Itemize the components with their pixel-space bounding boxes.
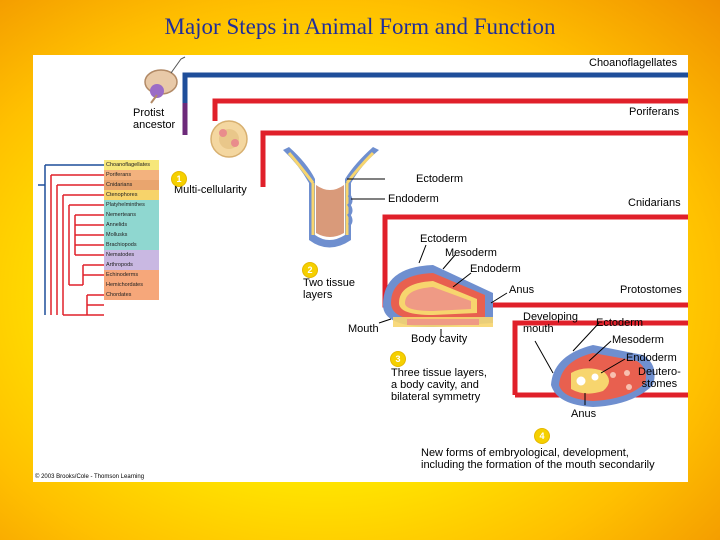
label-developing-mouth: Developing mouth bbox=[523, 311, 579, 335]
cnidarian-illustration bbox=[283, 147, 385, 248]
label-protist-ancestor: Protist ancestor bbox=[133, 107, 176, 131]
label-mesoderm-3: Mesoderm bbox=[445, 247, 497, 259]
legend-item: Nemerteans bbox=[104, 210, 159, 220]
protostome-illustration bbox=[378, 244, 508, 337]
label-new-forms: New forms of embryological, development,… bbox=[421, 447, 655, 471]
step-badge-4: 4 bbox=[535, 429, 549, 443]
label-body-cavity: Body cavity bbox=[411, 333, 468, 345]
legend-item: Brachiopods bbox=[104, 240, 159, 250]
label-ectoderm-3: Ectoderm bbox=[420, 233, 468, 245]
label-mouth: Mouth bbox=[348, 323, 379, 335]
tree-diagram bbox=[38, 56, 688, 407]
sponge-colony-illustration bbox=[210, 120, 248, 158]
protist-illustration bbox=[144, 56, 186, 104]
legend-item: Ctenophores bbox=[104, 190, 159, 200]
branch-poriferans bbox=[212, 98, 688, 121]
label-deuterostomes: Deutero- stomes bbox=[638, 366, 681, 390]
label-two-tissue-layers: Two tissue layers bbox=[303, 277, 355, 301]
legend-cladogram bbox=[38, 164, 104, 316]
branch-cnidarians bbox=[260, 137, 266, 187]
label-anus-4: Anus bbox=[571, 408, 597, 420]
branch-main-red bbox=[260, 130, 688, 187]
label-multicellularity: Multi-cellularity bbox=[174, 184, 247, 196]
label-three-tissue-layers: Three tissue layers, a body cavity, and … bbox=[391, 367, 487, 403]
label-protostomes: Protostomes bbox=[620, 284, 682, 296]
branch-choanoflagellates bbox=[182, 72, 688, 103]
legend-item: Hemichordates bbox=[104, 280, 159, 290]
label-anus-3: Anus bbox=[509, 284, 535, 296]
label-endoderm-3: Endoderm bbox=[470, 263, 521, 275]
label-endoderm-4: Endoderm bbox=[626, 352, 677, 364]
branch-deuterostomes bbox=[512, 320, 688, 395]
legend-item: Echinoderms bbox=[104, 270, 159, 280]
legend-item: Cnidarians bbox=[104, 180, 159, 190]
branch-bilateria bbox=[382, 214, 688, 281]
step-badge-3: 3 bbox=[391, 352, 405, 366]
legend-item: Platyhelminthes bbox=[104, 200, 159, 210]
deuterostome-illustration bbox=[534, 322, 655, 407]
legend-item: Annelids bbox=[104, 220, 159, 230]
step-badge-1: 1 bbox=[172, 172, 186, 186]
legend-item: Poriferans bbox=[104, 170, 159, 180]
label-cnidarians: Cnidarians bbox=[628, 197, 681, 209]
label-mesoderm-4: Mesoderm bbox=[612, 334, 664, 346]
label-choanoflagellates: Choanoflagellates bbox=[589, 57, 678, 69]
legend-item: Mollusks bbox=[104, 230, 159, 240]
label-endoderm-2: Endoderm bbox=[388, 193, 439, 205]
label-ectoderm-2: Ectoderm bbox=[416, 173, 464, 185]
label-ectoderm-4: Ectoderm bbox=[596, 317, 644, 329]
legend-item: Arthropods bbox=[104, 260, 159, 270]
legend-item: Nematodes bbox=[104, 250, 159, 260]
copyright: © 2003 Brooks/Cole - Thomson Learning bbox=[35, 474, 145, 480]
label-poriferans: Poriferans bbox=[629, 106, 680, 118]
slide-title: Major Steps in Animal Form and Function bbox=[164, 14, 556, 39]
legend-item: Choanoflagellates bbox=[104, 160, 159, 170]
step-badge-2: 2 bbox=[303, 263, 317, 277]
legend-item: Chordates bbox=[104, 290, 159, 300]
